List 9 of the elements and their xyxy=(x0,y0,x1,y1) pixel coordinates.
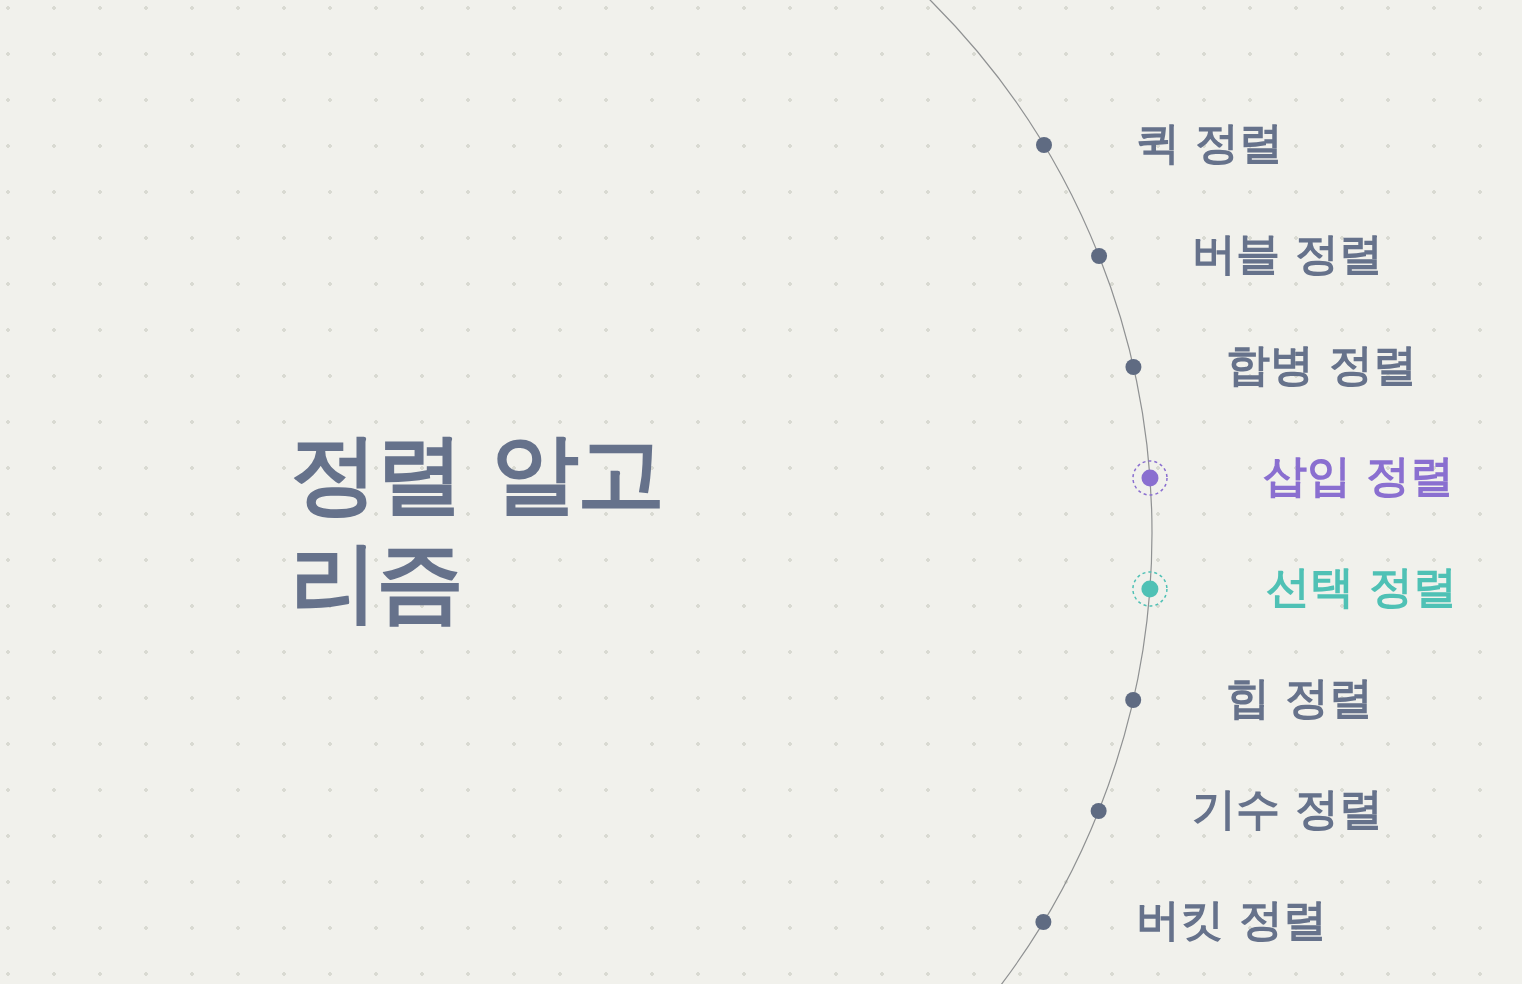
sort-label: 기수 정렬 xyxy=(1192,782,1384,836)
sort-label: 버블 정렬 xyxy=(1192,227,1384,281)
title: 정렬 알고리즘 xyxy=(290,421,664,635)
sort-label: 삽입 정렬 xyxy=(1263,449,1455,503)
sort-label: 선택 정렬 xyxy=(1266,560,1458,614)
sort-label: 합병 정렬 xyxy=(1226,338,1418,392)
sort-label: 버킷 정렬 xyxy=(1136,893,1328,947)
sort-label: 힙 정렬 xyxy=(1226,671,1374,725)
sort-label: 퀵 정렬 xyxy=(1136,116,1284,170)
